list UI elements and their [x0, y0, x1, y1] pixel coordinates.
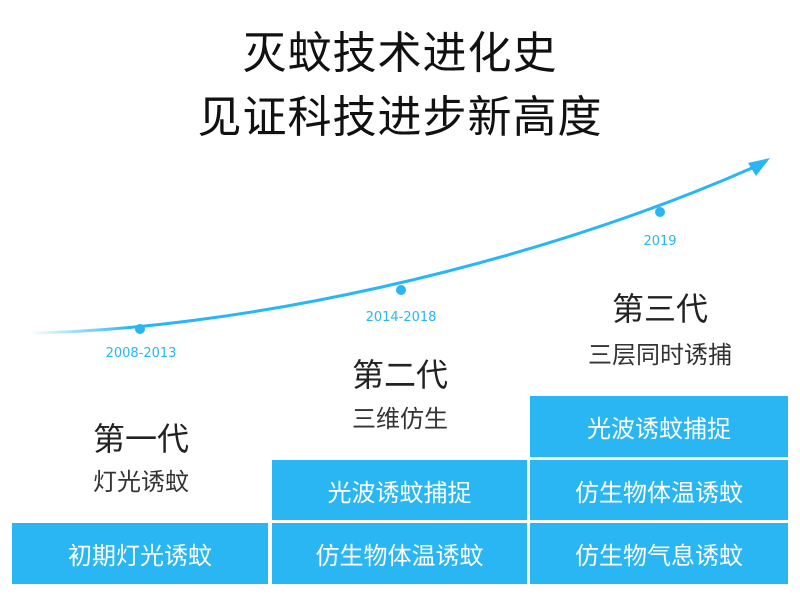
generation-1-name: 第一代	[92, 420, 190, 458]
generation-1-subtitle: 灯光诱蚊	[93, 468, 189, 496]
generation-2-feature-1: 仿生物体温诱蚊	[272, 523, 527, 584]
generation-2-name: 第二代	[351, 356, 449, 394]
timeline-point-2	[396, 285, 406, 295]
year-label-3: 2019	[643, 234, 677, 249]
page-title: 灭蚊技术进化史	[242, 28, 558, 79]
timeline-arrowhead	[748, 158, 770, 176]
timeline-point-1	[135, 324, 145, 334]
page-subtitle: 见证科技进步新高度	[197, 92, 603, 143]
generation-3-name: 第三代	[611, 290, 709, 328]
year-label-1: 2008-2013	[105, 346, 177, 361]
generation-1-feature-1: 初期灯光诱蚊	[12, 523, 268, 584]
year-label-2: 2014-2018	[365, 310, 437, 325]
timeline-point-3	[655, 207, 665, 217]
generation-3-feature-2: 仿生物体温诱蚊	[530, 460, 788, 520]
timeline-line	[29, 166, 753, 335]
generation-3-feature-3: 光波诱蚊捕捉	[530, 396, 788, 457]
generation-2-feature-2: 光波诱蚊捕捉	[272, 460, 527, 520]
generation-3-subtitle: 三层同时诱捕	[588, 341, 732, 369]
generation-2-subtitle: 三维仿生	[352, 405, 448, 433]
generation-3-feature-1: 仿生物气息诱蚊	[530, 523, 788, 584]
